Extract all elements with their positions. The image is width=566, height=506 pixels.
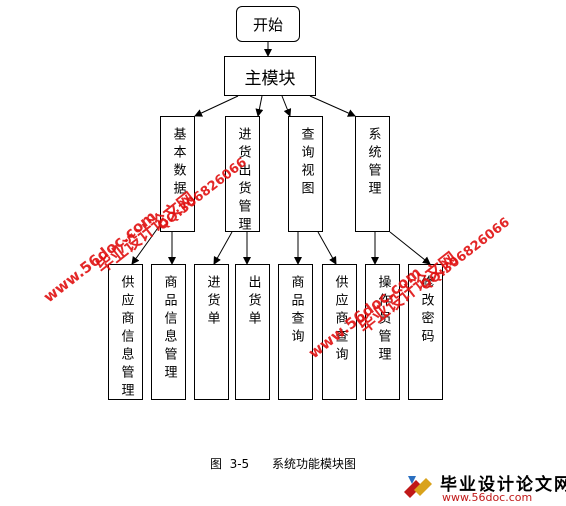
- arrow-main-to-group-4: [309, 95, 356, 117]
- node-leaf-7: 操作员管理: [365, 264, 400, 400]
- node-start-label: 开始: [252, 15, 283, 34]
- node-start: 开始: [236, 6, 300, 42]
- node-leaf-5: 商品查询: [278, 264, 313, 400]
- node-leaf-6: 供应商查询: [322, 264, 357, 400]
- arrow-group-2-to-leaf-3: [213, 231, 233, 265]
- node-group-2: 进货出货管理: [225, 116, 260, 235]
- node-group-1: 基本数据: [160, 116, 195, 232]
- node-group-3-label: 查询视图: [298, 127, 314, 199]
- logo-name: 毕业设计论文网: [440, 475, 566, 495]
- node-group-3: 查询视图: [288, 116, 323, 232]
- node-leaf-5-label: 商品查询: [288, 275, 304, 347]
- logo-url: www.56doc.com: [442, 491, 533, 504]
- arrow-group-3-to-leaf-6: [317, 231, 337, 265]
- arrow-group-4-to-leaf-8: [389, 231, 431, 265]
- node-main-label: 主模块: [244, 68, 296, 89]
- node-group-2-label: 进货出货管理: [235, 127, 251, 235]
- site-logo: 毕业设计论文网 www.56doc.com: [402, 470, 566, 504]
- node-leaf-2-label: 商品信息管理: [161, 275, 177, 383]
- node-leaf-6-label: 供应商查询: [332, 275, 348, 365]
- node-leaf-8-label: 修改密码: [418, 275, 434, 347]
- node-group-4: 系统管理: [355, 116, 390, 232]
- figure-caption: 图 3-5 系统功能模块图: [209, 457, 357, 471]
- book-icon: [404, 476, 432, 498]
- node-main-module: 主模块: [224, 56, 316, 96]
- node-leaf-2: 商品信息管理: [151, 264, 186, 400]
- node-leaf-8: 修改密码: [408, 264, 443, 400]
- arrow-main-to-group-1: [194, 95, 239, 117]
- node-leaf-4-label: 出货单: [245, 275, 261, 329]
- arrow-main-to-group-2: [255, 95, 264, 117]
- node-leaf-7-label: 操作员管理: [375, 275, 391, 365]
- node-leaf-3: 进货单: [194, 264, 229, 400]
- node-group-4-label: 系统管理: [365, 127, 381, 199]
- node-leaf-1: 供应商信息管理: [108, 264, 143, 401]
- arrow-main-to-group-3: [281, 95, 292, 117]
- node-group-1-label: 基本数据: [170, 127, 186, 199]
- node-leaf-1-label: 供应商信息管理: [118, 275, 134, 401]
- node-leaf-3-label: 进货单: [204, 275, 220, 329]
- arrow-group-1-to-leaf-1: [131, 224, 161, 265]
- node-leaf-4: 出货单: [235, 264, 270, 400]
